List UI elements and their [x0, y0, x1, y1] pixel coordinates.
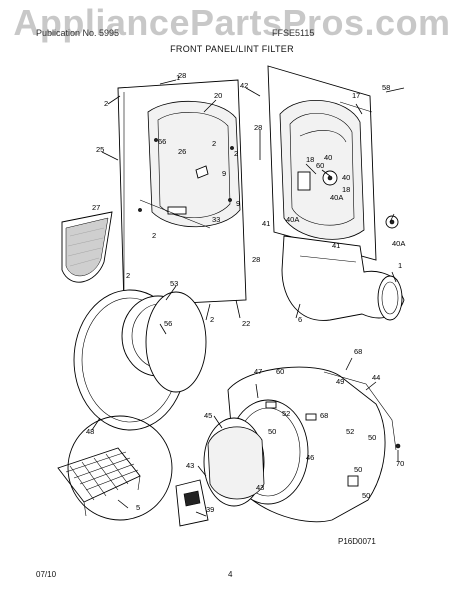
footer-date: 07/10: [36, 570, 57, 579]
callout-labels: 1: [176, 73, 180, 82]
callout-47: 47: [254, 367, 262, 376]
leader-lines: [91, 79, 405, 517]
callout-2: 2: [234, 149, 238, 158]
callout-40a: 40A: [330, 193, 343, 202]
callout-60: 60: [316, 161, 324, 170]
callout-44: 44: [372, 373, 380, 382]
callout-22: 22: [242, 319, 250, 328]
page-number: 4: [228, 570, 233, 579]
callout-40: 40: [342, 173, 350, 182]
callout-26: 26: [178, 147, 186, 156]
callout-5: 5: [136, 503, 140, 512]
front-panel: [117, 79, 247, 307]
callout-28: 1: [176, 73, 180, 82]
callout-43: 43: [186, 461, 194, 470]
callout-25: 25: [96, 145, 104, 154]
callout-2: 2: [104, 99, 108, 108]
callout-52: 52: [282, 409, 290, 418]
callout-40a: 40A: [392, 239, 405, 248]
callout-70: 70: [396, 459, 404, 468]
model-number: FFSE5115: [272, 28, 315, 38]
watermark: AppliancePartsPros.com: [13, 2, 451, 43]
callout-41: 41: [262, 219, 270, 228]
callout-40: 40: [324, 153, 332, 162]
exhaust-duct: [281, 235, 405, 321]
callout-68: 68: [320, 411, 328, 420]
callout-50: 50: [268, 427, 276, 436]
callout-53: 53: [170, 279, 178, 288]
callout-18: 18: [306, 155, 314, 164]
callout-50: 50: [354, 465, 362, 474]
callout-27: 27: [92, 203, 100, 212]
door-assembly: [175, 366, 401, 527]
callout-numbers: 2822025662622993322722225356485422817586…: [86, 71, 405, 514]
callout-17: 17: [352, 91, 360, 100]
callout-2: 2: [126, 271, 130, 280]
callout-1: 1: [398, 261, 402, 270]
callout-43: 43: [256, 483, 264, 492]
callout-28: 28: [252, 255, 260, 264]
callout-20: 20: [214, 91, 222, 100]
callout-48: 48: [86, 427, 94, 436]
callout-50: 50: [368, 433, 376, 442]
callout-66: 66: [158, 137, 166, 146]
callout-68: 68: [354, 347, 362, 356]
callout-56: 56: [164, 319, 172, 328]
callout-50: 50: [362, 491, 370, 500]
callout-58: 58: [382, 83, 390, 92]
callout-28: 28: [178, 71, 186, 80]
drying-rack: [57, 415, 173, 521]
callout-41: 41: [332, 241, 340, 250]
callout-39: 39: [206, 505, 214, 514]
callout-9: 9: [222, 169, 226, 178]
diagram-code: P16D0071: [338, 537, 376, 546]
callout-40a: 40A: [286, 215, 299, 224]
callout-2: 2: [210, 315, 214, 324]
publication-number: Publication No. 5995: [36, 28, 120, 38]
callout-6: 6: [298, 315, 302, 324]
callout-52: 52: [346, 427, 354, 436]
callout-9: 9: [236, 199, 240, 208]
lint-filter: [61, 211, 113, 283]
section-title: FRONT PANEL/LINT FILTER: [170, 44, 294, 54]
callout-45: 45: [204, 411, 212, 420]
callout-33: 33: [212, 215, 220, 224]
callout-46: 46: [306, 453, 314, 462]
drum-ring: [73, 289, 207, 431]
callout-60: 60: [276, 367, 284, 376]
callout-49: 49: [336, 377, 344, 386]
callout-28: 28: [254, 123, 262, 132]
rear-bulkhead: [267, 65, 399, 261]
callout-18: 18: [342, 185, 350, 194]
callout-2: 2: [212, 139, 216, 148]
callout-2: 2: [152, 231, 156, 240]
callout-42: 42: [240, 81, 248, 90]
